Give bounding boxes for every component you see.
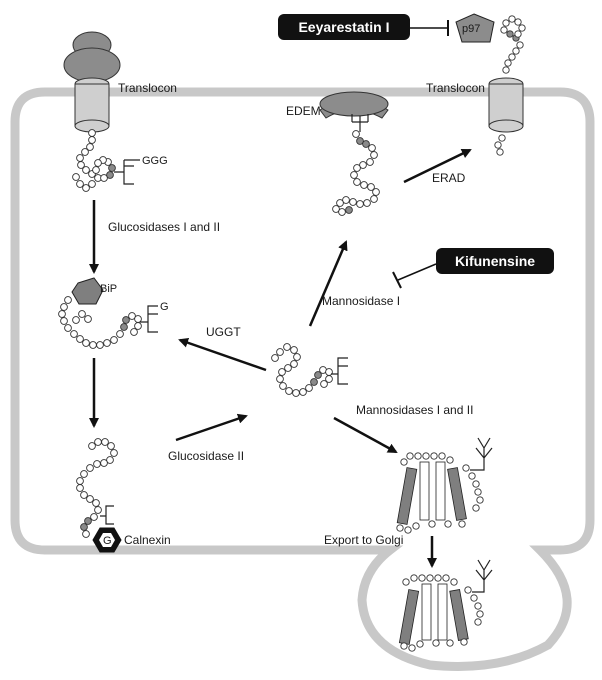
glycan-tree-folded-er	[470, 437, 493, 471]
arrow-mannosidase-1	[308, 240, 348, 327]
glycan-tree-g-bip	[140, 305, 158, 333]
nascent-polypeptide-left	[72, 129, 116, 192]
folded-protein-er	[396, 452, 484, 534]
eeyarestatin-box	[278, 14, 410, 40]
edem-bound-polypeptide	[332, 130, 380, 216]
edem-label: EDEM	[286, 104, 321, 118]
arrow-glucosidase-2	[175, 413, 248, 442]
calnexin-chaperone	[92, 527, 122, 553]
glycan-tree-calnexin	[100, 505, 114, 525]
er-membrane	[10, 87, 595, 671]
kifunensine-box	[436, 248, 554, 274]
sugar-g-bip-label: G	[160, 301, 169, 313]
p97-label: p97	[462, 23, 480, 35]
bip-label: BiP	[100, 283, 117, 295]
ugtt-label: UGGT	[206, 325, 241, 339]
bip-chaperone	[71, 277, 104, 305]
central-polypeptide	[271, 343, 333, 397]
calnexin-g-label: G	[103, 535, 112, 547]
glycan-tree-ggg	[114, 159, 140, 185]
kifunensine-inhibition-line	[397, 263, 437, 281]
glycan-tree-edem	[351, 114, 369, 132]
arrow-mannosidases-1-2	[333, 416, 398, 454]
glucosidases-1-2-label: Glucosidases I and II	[108, 220, 220, 234]
sugar-ggg-label: GGG	[142, 155, 168, 167]
folded-protein-vesicle	[398, 574, 484, 652]
calnexin-label: Calnexin	[124, 533, 171, 547]
eeyarestatin-label: Eeyarestatin I	[298, 19, 389, 35]
erad-label: ERAD	[432, 171, 466, 185]
mannosidases-1-2-label: Mannosidases I and II	[356, 403, 473, 417]
export-golgi-label: Export to Golgi	[324, 533, 403, 547]
mannosidase-1-label: Mannosidase I	[322, 294, 400, 308]
kifunensine-inhibition-bar	[392, 271, 402, 289]
translocon-left-label: Translocon	[118, 81, 177, 95]
translocon-left	[74, 77, 110, 133]
translocon-right	[488, 77, 524, 133]
glucosidase-2-label: Glucosidase II	[168, 449, 244, 463]
p97-atpase	[455, 13, 495, 43]
calnexin-bound-polypeptide	[76, 438, 118, 538]
glycan-tree-folded-vesicle	[472, 559, 493, 593]
ribosome-left	[63, 31, 121, 83]
kifunensine-label: Kifunensine	[455, 253, 535, 269]
arrow-ugtt	[178, 337, 267, 372]
glycan-tree-central	[331, 357, 348, 385]
edem-lectin	[319, 91, 389, 119]
er-membrane-outline	[10, 87, 595, 671]
bip-bound-polypeptide	[58, 296, 142, 349]
translocon-right-label: Translocon	[426, 81, 485, 95]
retrotranslocated-polypeptide	[494, 15, 526, 156]
arrow-erad	[403, 148, 472, 184]
